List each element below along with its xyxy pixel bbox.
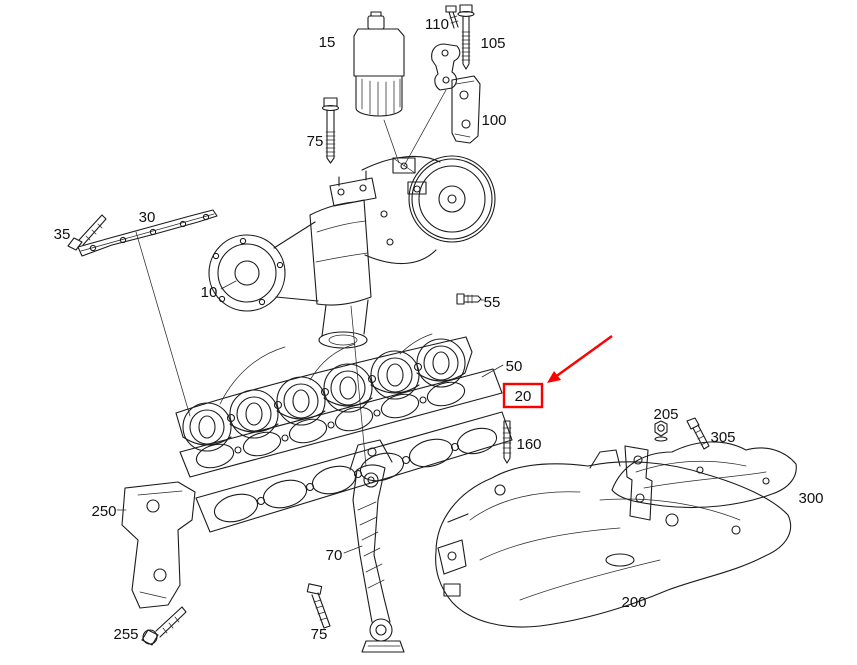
part-label-255[interactable]: 255 (113, 626, 138, 643)
part-label-75-top[interactable]: 75 (307, 133, 324, 150)
gasket-50 (179, 364, 504, 478)
bracket-hook (403, 43, 461, 167)
turbocharger (208, 155, 496, 467)
part-label-105[interactable]: 105 (480, 35, 505, 52)
part-label-300[interactable]: 300 (798, 490, 823, 507)
rail-gasket-30 (77, 209, 218, 417)
part-label-30[interactable]: 30 (139, 209, 156, 226)
part-label-250[interactable]: 250 (91, 503, 116, 520)
bolt-255 (141, 606, 187, 646)
bolt-55 (456, 293, 485, 305)
actuator-unit (353, 11, 405, 164)
part-label-305[interactable]: 305 (710, 429, 735, 446)
part-label-70[interactable]: 70 (326, 547, 343, 564)
part-label-20[interactable]: 20 (515, 388, 532, 405)
part-label-110[interactable]: 110 (425, 16, 449, 33)
part-label-200[interactable]: 200 (621, 594, 646, 611)
highlight-callout (502, 335, 613, 409)
part-label-205[interactable]: 205 (653, 406, 678, 423)
part-label-10[interactable]: 10 (201, 284, 218, 301)
gasket-20 (195, 411, 513, 533)
part-label-100[interactable]: 100 (481, 112, 506, 129)
part-label-15[interactable]: 15 (319, 34, 336, 51)
stud-160 (502, 420, 512, 464)
part-label-160[interactable]: 160 (516, 436, 541, 453)
part-label-55[interactable]: 55 (484, 294, 501, 311)
shield-bracket (624, 445, 653, 521)
highlight-box (502, 382, 544, 409)
bracket-100 (451, 75, 481, 144)
bolt-110 (445, 5, 459, 29)
bolt-105 (457, 4, 475, 70)
nut-205 (654, 420, 668, 442)
bolt-305 (686, 417, 710, 450)
part-labels: 15 110 105 100 75 30 35 10 55 50 20 160 … (54, 16, 824, 643)
bolt-35 (67, 214, 107, 251)
exhaust-manifold-ports (175, 333, 473, 452)
bolt-75-bottom (306, 583, 331, 629)
part-label-75-bottom[interactable]: 75 (311, 626, 328, 643)
part-label-50[interactable]: 50 (506, 358, 523, 375)
support-70 (343, 439, 405, 653)
bolt-75-top (321, 97, 340, 164)
bracket-250 (116, 481, 196, 609)
heat-shield-300 (611, 441, 797, 509)
heat-shield-200 (435, 449, 792, 628)
part-label-35[interactable]: 35 (54, 226, 71, 243)
pointer-arrow-head (547, 371, 561, 383)
pointer-arrow (550, 335, 613, 381)
